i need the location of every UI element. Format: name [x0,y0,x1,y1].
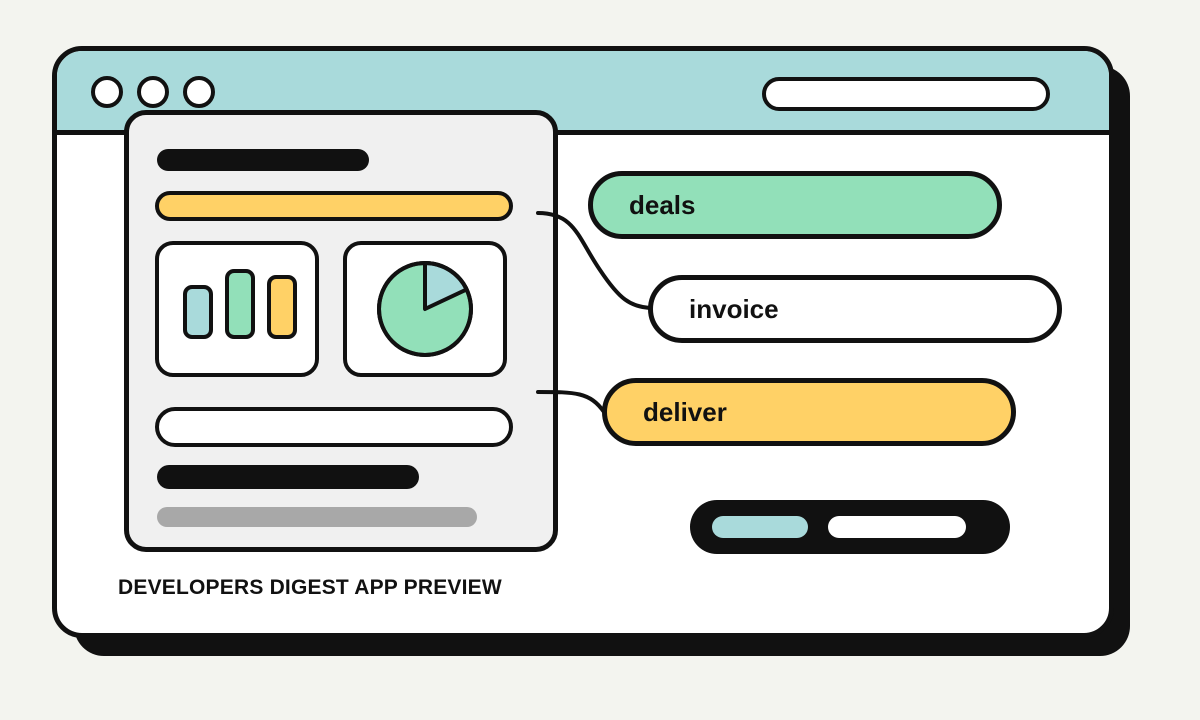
address-bar[interactable] [762,77,1050,111]
mini-bar-chart-bar [183,285,213,339]
window-minimize-dot-icon[interactable] [137,76,169,108]
heading-placeholder-bar [157,149,369,171]
tag-invoice-label: invoice [689,293,779,324]
tag-deliver-label: deliver [643,396,727,427]
toggle-segment-active[interactable] [712,516,808,538]
pie-outline [377,261,473,357]
tag-invoice[interactable]: invoice [648,275,1062,343]
window-titlebar [57,51,1109,135]
tag-deals-label: deals [629,189,696,220]
tag-deliver[interactable]: deliver [602,378,1016,446]
toggle-segment-inactive[interactable] [828,516,966,538]
window-close-dot-icon[interactable] [91,76,123,108]
mini-bar-chart-bar [225,269,255,339]
segmented-toggle[interactable] [690,500,1010,554]
pie-chart-card [343,241,507,377]
window-maximize-dot-icon[interactable] [183,76,215,108]
preview-caption: DEVELOPERS DIGEST APP PREVIEW [118,576,502,599]
subtext-placeholder-bar [157,507,477,527]
input-placeholder-bar [155,407,513,447]
app-preview-panel [124,110,558,552]
tag-deals[interactable]: deals [588,171,1002,239]
mini-bar-chart-bar [267,275,297,339]
highlight-placeholder-bar [155,191,513,221]
text-placeholder-bar [157,465,419,489]
pie-chart-icon [377,261,473,357]
bar-chart-card [155,241,319,377]
